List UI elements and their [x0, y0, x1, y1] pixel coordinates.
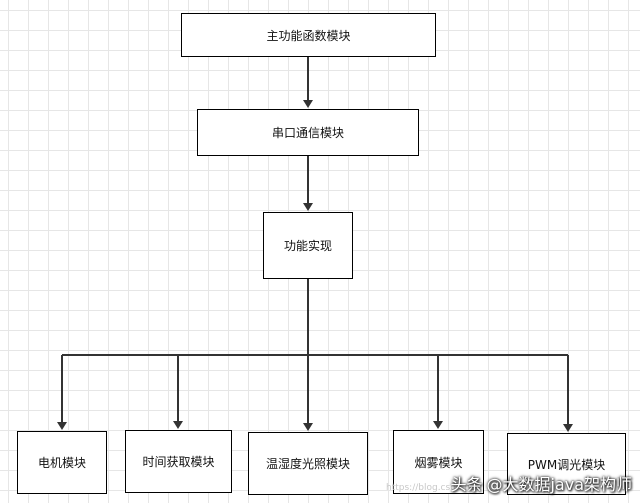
node-temp-humidity-light-module[interactable]: 温湿度光照模块 [248, 432, 368, 495]
node-smoke-label: 烟雾模块 [414, 455, 463, 470]
node-pwm-label: PWM调光模块 [527, 457, 606, 472]
node-temp-label: 温湿度光照模块 [265, 457, 350, 471]
node-function-implementation[interactable]: 功能实现 [263, 212, 353, 279]
node-main-label: 主功能函数模块 [266, 28, 351, 43]
node-serial-label: 串口通信模块 [271, 126, 344, 140]
faint-source-url: https://blog.csdn.net [386, 483, 480, 493]
node-function-label: 功能实现 [283, 239, 332, 253]
watermark-handle: @大数据java架构师 [486, 475, 632, 494]
node-main-function-module[interactable]: 主功能函数模块 [181, 13, 436, 57]
node-serial-communication-module[interactable]: 串口通信模块 [197, 109, 419, 156]
node-motor-label: 电机模块 [37, 456, 86, 470]
watermark-source: 头条 [450, 475, 483, 494]
node-time-acquisition-module[interactable]: 时间获取模块 [125, 430, 232, 493]
node-motor-module[interactable]: 电机模块 [17, 431, 107, 494]
watermark: 头条 @大数据java架构师 [450, 471, 632, 495]
node-smoke-module[interactable]: 烟雾模块 [393, 430, 484, 494]
node-pwm-dimming-module[interactable]: PWM调光模块 [507, 433, 626, 495]
node-time-label: 时间获取模块 [142, 455, 215, 469]
